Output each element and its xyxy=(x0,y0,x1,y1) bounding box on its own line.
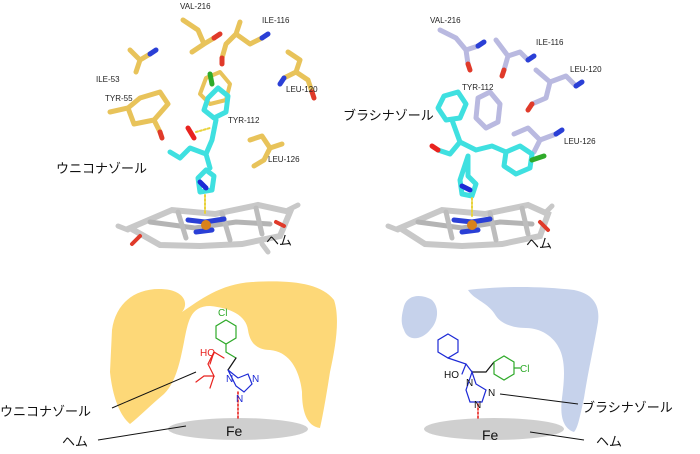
residue-label: LEU-120 xyxy=(570,65,602,74)
ligand-label-right: ブラシナゾール xyxy=(343,108,434,124)
nitrogen-label: N xyxy=(236,394,243,405)
heme-label-bottom-right: ヘム xyxy=(596,435,622,450)
nitrogen-label: N xyxy=(474,400,481,411)
uniconazole-3d xyxy=(167,71,231,216)
bottom-left-scheme: Cl HO N N N Fe ウニコナゾール ヘム xyxy=(0,281,337,450)
binding-pocket-left xyxy=(110,281,337,428)
pointer-line xyxy=(97,425,187,441)
pointer-line xyxy=(111,371,197,409)
residue-label: LEU-126 xyxy=(268,155,300,164)
residue-label: ILE-116 xyxy=(536,38,564,47)
bottom-right-scheme: Cl HO N N N Fe ブラシナゾール ヘム xyxy=(401,287,673,450)
residue-label: LEU-120 xyxy=(286,85,318,94)
heme-plane-right xyxy=(385,201,555,250)
residue-labels-right: VAL-216 ILE-116 LEU-120 TYR-112 LEU-126 xyxy=(430,16,602,146)
heme-disk-right xyxy=(424,418,564,440)
iron-label: Fe xyxy=(482,427,499,443)
nitrogen-label: N xyxy=(252,374,259,385)
heme-disk-left xyxy=(168,418,308,440)
nitrogen-label: N xyxy=(488,388,495,399)
residue-label: VAL-216 xyxy=(180,2,211,11)
heme-label-bottom-left: ヘム xyxy=(62,435,88,450)
residue-label: ILE-116 xyxy=(262,16,290,25)
binding-pocket-right-small xyxy=(401,296,438,339)
residue-tips-right xyxy=(465,39,585,137)
residue-label: ILE-53 xyxy=(96,75,120,84)
ligand-label-bottom-right: ブラシナゾール xyxy=(582,400,673,416)
residue-label: TYR-112 xyxy=(228,116,260,125)
residue-labels-left: VAL-216 ILE-116 ILE-53 LEU-120 TYR-55 TY… xyxy=(96,2,318,164)
heme-label-right: ヘム xyxy=(526,237,552,252)
binding-pocket-right xyxy=(468,287,599,432)
residue-label: TYR-112 xyxy=(462,83,494,92)
brassinazole-3d xyxy=(429,89,547,217)
chlorine-label: Cl xyxy=(520,364,529,375)
brassinazole-structure xyxy=(437,333,521,421)
iron-label: Fe xyxy=(226,423,243,439)
uniconazole-structure xyxy=(195,319,253,421)
hydroxyl-label: HO xyxy=(444,370,459,381)
heme-label-left: ヘム xyxy=(266,234,292,249)
top-right-structure: VAL-216 ILE-116 LEU-120 TYR-112 LEU-126 … xyxy=(343,16,602,252)
ligand-label-left: ウニコナゾール xyxy=(56,162,147,177)
pointer-line xyxy=(529,431,585,441)
residue-label: LEU-126 xyxy=(564,137,596,146)
residue-tips-left xyxy=(147,31,317,141)
top-left-structure: VAL-216 ILE-116 ILE-53 LEU-120 TYR-55 TY… xyxy=(56,2,318,255)
residue-label: TYR-55 xyxy=(105,94,133,103)
hydroxyl-label: HO xyxy=(200,348,215,359)
chlorine-label: Cl xyxy=(218,308,227,319)
nitrogen-label: N xyxy=(226,374,233,385)
pointer-line xyxy=(499,393,579,405)
nitrogen-label: N xyxy=(466,378,473,389)
ligand-label-bottom-left: ウニコナゾール xyxy=(0,405,91,420)
residue-label: VAL-216 xyxy=(430,16,461,25)
heme-plane-left xyxy=(115,201,301,255)
